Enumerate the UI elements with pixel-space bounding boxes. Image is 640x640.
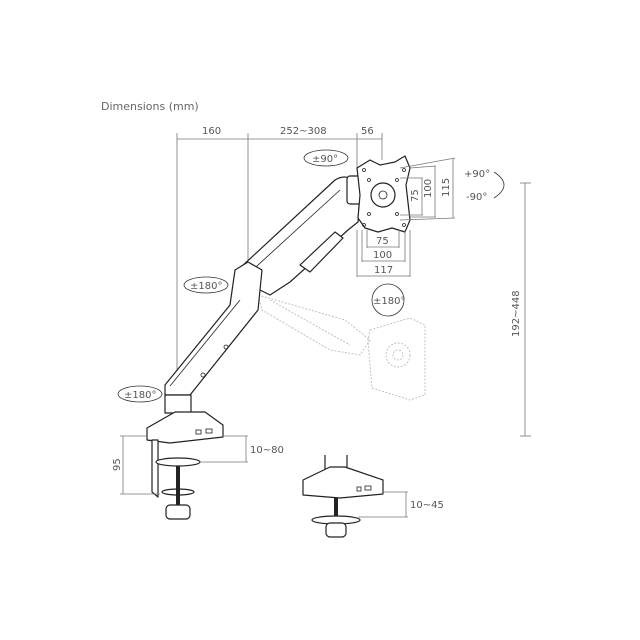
vesa-horizontal-117: 117 (374, 265, 393, 276)
rotation-swivel-head: ±90° (312, 154, 338, 165)
vesa-vertical-100: 100 (423, 179, 434, 198)
top-dimension-lines (176, 133, 383, 398)
height-dimension-line (520, 182, 531, 437)
diagram-title: Dimensions (mm) (101, 100, 199, 113)
ghost-arm-lowered (257, 294, 426, 401)
vesa-dimension-lines (356, 157, 456, 277)
vesa-vertical-115: 115 (441, 178, 452, 197)
upper-arm (239, 175, 362, 296)
vesa-plate (356, 155, 411, 233)
clamp-mount (146, 394, 224, 520)
screen-rotation-icon (371, 283, 405, 317)
dimension-clamp-height: 95 (112, 458, 123, 471)
elbow-rotation-icon (183, 276, 229, 294)
vesa-vertical-75: 75 (410, 189, 421, 202)
tilt-arrow-icon (493, 171, 505, 199)
vesa-horizontal-100: 100 (373, 250, 392, 261)
dimension-clamp-desk-thickness: 10~80 (250, 445, 284, 456)
dimension-height-range: 192~448 (511, 290, 522, 337)
rotation-base: ±180° (124, 390, 156, 401)
grommet-mount (302, 455, 384, 538)
clamp-dimension-lines (120, 435, 248, 495)
swivel-rotation-icon (303, 149, 349, 167)
rotation-tilt-down: -90° (466, 192, 487, 203)
base-rotation-icon (117, 385, 163, 403)
rotation-screen: ±180° (373, 296, 405, 307)
grommet-dimension-lines (358, 491, 408, 518)
lower-arm (164, 261, 263, 396)
rotation-tilt-up: +90° (464, 169, 490, 180)
dimension-head-depth: 56 (361, 126, 374, 137)
dimension-base-offset: 160 (202, 126, 221, 137)
dimension-grommet-desk-thickness: 10~45 (410, 500, 444, 511)
vesa-horizontal-75: 75 (376, 236, 389, 247)
rotation-elbow: ±180° (190, 281, 222, 292)
dimension-arm-reach: 252~308 (280, 126, 327, 137)
